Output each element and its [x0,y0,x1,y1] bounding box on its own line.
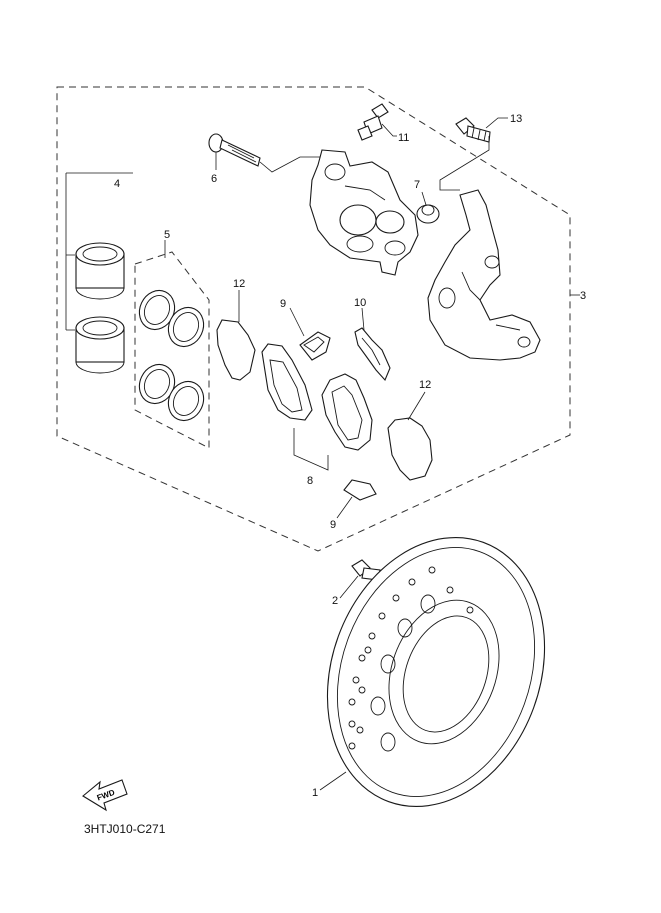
pin-bolt [208,133,322,173]
callout-8: 8 [307,475,313,487]
piston-1 [75,242,125,300]
caliper-bracket [427,189,580,361]
seal-ring-4 [167,380,205,422]
caliper-assembly-outline [56,86,571,552]
boot [416,191,440,224]
callout-7: 7 [414,179,420,191]
callout-9-lower: 9 [330,519,336,531]
callout-4: 4 [114,178,120,190]
brake-pad-2 [321,373,373,451]
pad-shim-2 [387,391,433,481]
callout-9-upper: 9 [280,298,286,310]
brake-disc [319,536,546,808]
callout-10: 10 [354,297,366,309]
callout-11: 11 [398,132,409,144]
callout-12-right: 12 [419,379,431,391]
callout-3: 3 [580,290,586,302]
callout-12-left: 12 [233,278,245,290]
pad-shim-1 [216,290,256,381]
disc-bolt-holes [370,594,436,752]
fwd-arrow-icon: FWD [82,779,128,812]
piston-2 [75,316,125,374]
pad-spring-1 [289,307,331,361]
callout-6: 6 [211,173,217,185]
bracket-bolt [439,117,508,191]
seal-ring-2 [167,306,205,348]
disc-vent-holes [348,566,474,750]
diagram-code: 3HTJ010-C271 [84,822,166,836]
callout-13: 13 [510,113,522,125]
pad-spring-2 [336,479,377,519]
pad-retainer-clip [354,307,391,382]
piston-group-bracket [65,172,133,331]
bleed-screw [357,103,397,141]
callout-1: 1 [312,787,318,799]
callout-5: 5 [164,229,170,241]
seal-kit-outline [134,251,210,449]
brake-pad-1 [261,343,329,471]
caliper-body [309,149,419,276]
callout-2: 2 [332,595,338,607]
